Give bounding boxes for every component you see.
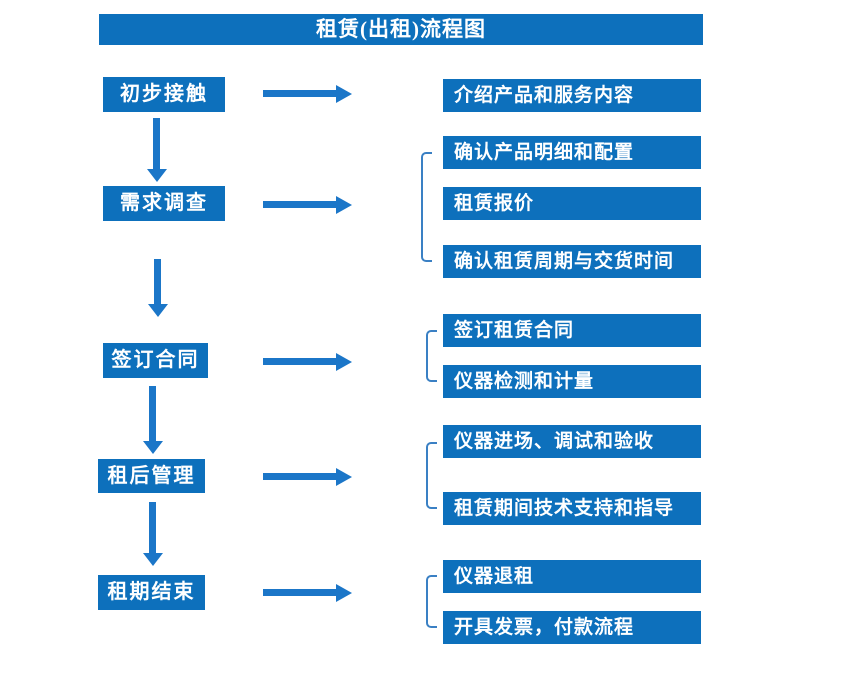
down-arrow-2	[154, 259, 161, 304]
group-bracket-demand-survey	[421, 152, 432, 262]
output-box-rental-quotation: 租赁报价	[443, 187, 701, 220]
output-box-confirm-product-details: 确认产品明细和配置	[443, 136, 701, 169]
group-bracket-contract-signing	[426, 330, 437, 382]
right-arrow-4	[263, 473, 336, 480]
right-arrow-1	[263, 90, 336, 97]
flowchart-title: 租赁(出租)流程图	[99, 14, 703, 45]
stage-box-demand-survey: 需求调查	[103, 186, 225, 221]
output-box-instrument-return: 仪器退租	[443, 560, 701, 593]
output-box-introduce-products: 介绍产品和服务内容	[443, 79, 701, 112]
right-arrow-3	[263, 358, 336, 365]
group-bracket-rental-end	[426, 575, 437, 628]
right-arrow-2	[263, 201, 336, 208]
output-box-instrument-setup-acceptance: 仪器进场、调试和验收	[443, 425, 701, 458]
stage-box-initial-contact: 初步接触	[103, 77, 225, 112]
right-arrow-5	[263, 589, 336, 596]
down-arrow-1	[153, 118, 160, 169]
output-box-sign-rental-contract: 签订租赁合同	[443, 314, 701, 347]
stage-box-contract-signing: 签订合同	[103, 343, 208, 378]
output-box-instrument-testing: 仪器检测和计量	[443, 365, 701, 398]
output-box-technical-support: 租赁期间技术支持和指导	[443, 492, 701, 525]
stage-box-post-rental-management: 租后管理	[98, 459, 205, 493]
down-arrow-4	[149, 502, 156, 553]
output-box-confirm-rental-period: 确认租赁周期与交货时间	[443, 245, 701, 278]
group-bracket-post-rental-management	[426, 442, 437, 509]
stage-box-rental-end: 租期结束	[98, 575, 205, 610]
down-arrow-3	[149, 386, 156, 441]
output-box-invoice-payment: 开具发票，付款流程	[443, 611, 701, 644]
